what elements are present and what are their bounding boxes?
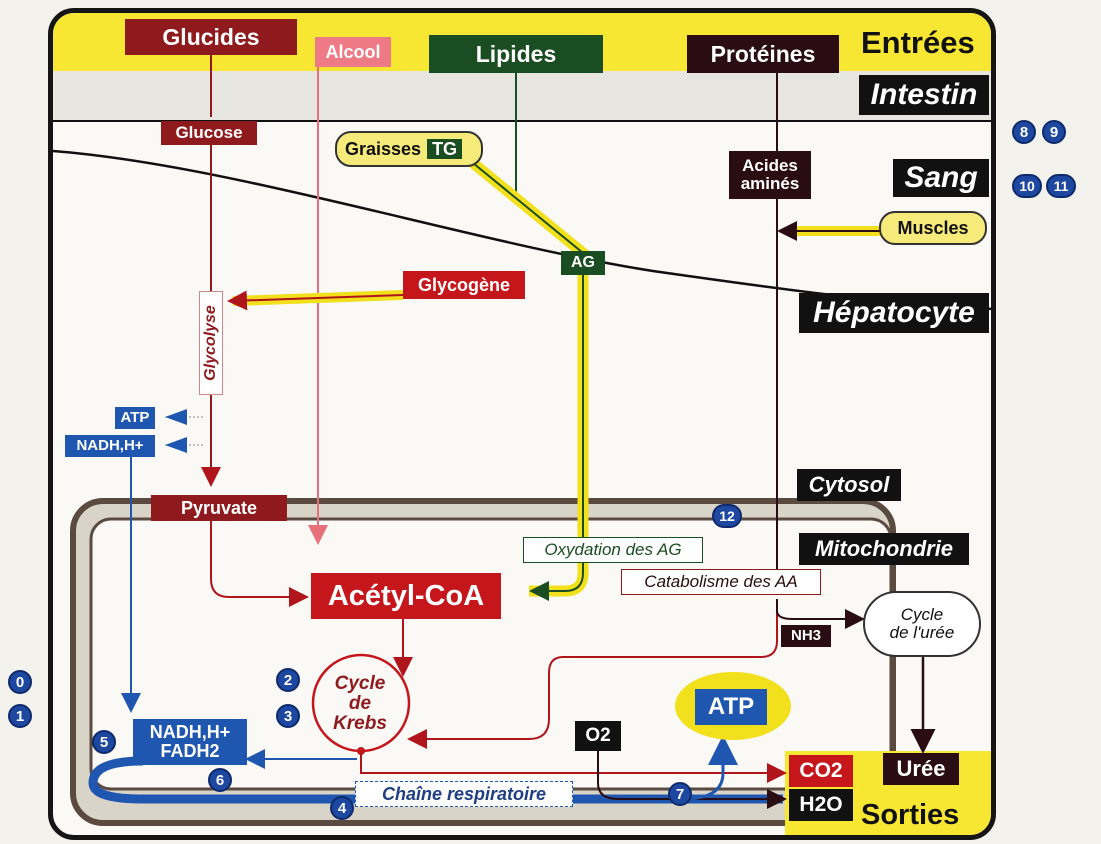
o2-box: O2 — [575, 721, 621, 751]
sorties-title: Sorties — [861, 799, 960, 831]
muscles-pill: Muscles — [879, 211, 987, 245]
cycle-uree: Cycle de l'urée — [863, 591, 981, 657]
entrees-title: Entrées — [861, 25, 975, 60]
glycogen-arrow — [227, 290, 404, 311]
glucose-box: Glucose — [161, 121, 257, 145]
cycle-uree-line2: de l'urée — [889, 623, 955, 642]
oxydation-label: Oxydation des AG — [523, 537, 703, 563]
zone-mitochondrie: Mitochondrie — [799, 533, 969, 565]
alcool-box: Alcool — [315, 37, 391, 67]
acetyl-coa-box: Acétyl-CoA — [311, 573, 501, 619]
krebs-line2: de — [348, 693, 372, 715]
co2-arrow — [360, 753, 787, 783]
catabolisme-label: Catabolisme des AA — [621, 569, 821, 595]
marker-7: 7 — [668, 782, 692, 806]
catabolism-arrow — [407, 603, 778, 749]
zone-cytosol: Cytosol — [797, 469, 901, 501]
marker-3: 3 — [276, 704, 300, 728]
zone-hepatocyte: Hépatocyte — [799, 293, 989, 333]
zone-sang: Sang — [893, 159, 989, 197]
krebs-line1: Cycle — [334, 673, 386, 695]
marker-9: 9 — [1042, 120, 1066, 144]
marker-12: 12 — [712, 504, 742, 528]
marker-4: 4 — [330, 796, 354, 820]
acides-amines-box: Acides aminés — [729, 151, 811, 199]
nadh-line: NADH,H+ — [149, 722, 231, 743]
marker-8: 8 — [1012, 120, 1036, 144]
graisses-label: Graisses — [345, 138, 422, 159]
marker-5: 5 — [92, 730, 116, 754]
nadh-small-box: NADH,H+ — [65, 435, 155, 457]
marker-11: 11 — [1046, 174, 1076, 198]
chaine-bar — [88, 756, 573, 804]
uree-box: Urée — [883, 753, 959, 785]
zone-intestin: Intestin — [859, 75, 989, 115]
pyruvate-arrow — [210, 521, 309, 607]
glycolyse-label: Glycolyse — [199, 291, 223, 395]
tg-label: TG — [427, 138, 463, 160]
diagram-frame: Glucides Alcool Lipides Protéines Entrée… — [48, 8, 996, 840]
acides-amines-line1: Acides — [742, 156, 798, 176]
atp-big-box: ATP — [695, 689, 767, 725]
nadh-fadh2-box: NADH,H+ FADH2 — [133, 719, 247, 765]
krebs-label: Cycle de Krebs — [315, 667, 405, 741]
co2-box: CO2 — [789, 755, 853, 787]
lipid-oxidation-arrow — [472, 162, 584, 601]
ag-box: AG — [561, 251, 605, 275]
chaine-label: Chaîne respiratoire — [355, 781, 573, 807]
fadh2-line: FADH2 — [160, 741, 220, 761]
lipides-box: Lipides — [429, 35, 603, 73]
marker-2: 2 — [276, 668, 300, 692]
pyruvate-box: Pyruvate — [151, 495, 287, 521]
krebs-line3: Krebs — [333, 712, 387, 734]
graisses-pill: Graisses TG — [335, 131, 483, 167]
atp-small-box: ATP — [115, 407, 155, 429]
nh3-box: NH3 — [781, 625, 831, 647]
cycle-uree-line1: Cycle — [900, 605, 944, 625]
marker-6: 6 — [208, 768, 232, 792]
acides-amines-line2: aminés — [740, 174, 800, 193]
marker-10: 10 — [1012, 174, 1042, 198]
proteines-box: Protéines — [687, 35, 839, 73]
marker-1: 1 — [8, 704, 32, 728]
marker-0: 0 — [8, 670, 32, 694]
intestin-band — [53, 71, 991, 121]
h2o-box: H2O — [789, 789, 853, 821]
glucides-box: Glucides — [125, 19, 297, 55]
glycogene-box: Glycogène — [403, 271, 525, 299]
